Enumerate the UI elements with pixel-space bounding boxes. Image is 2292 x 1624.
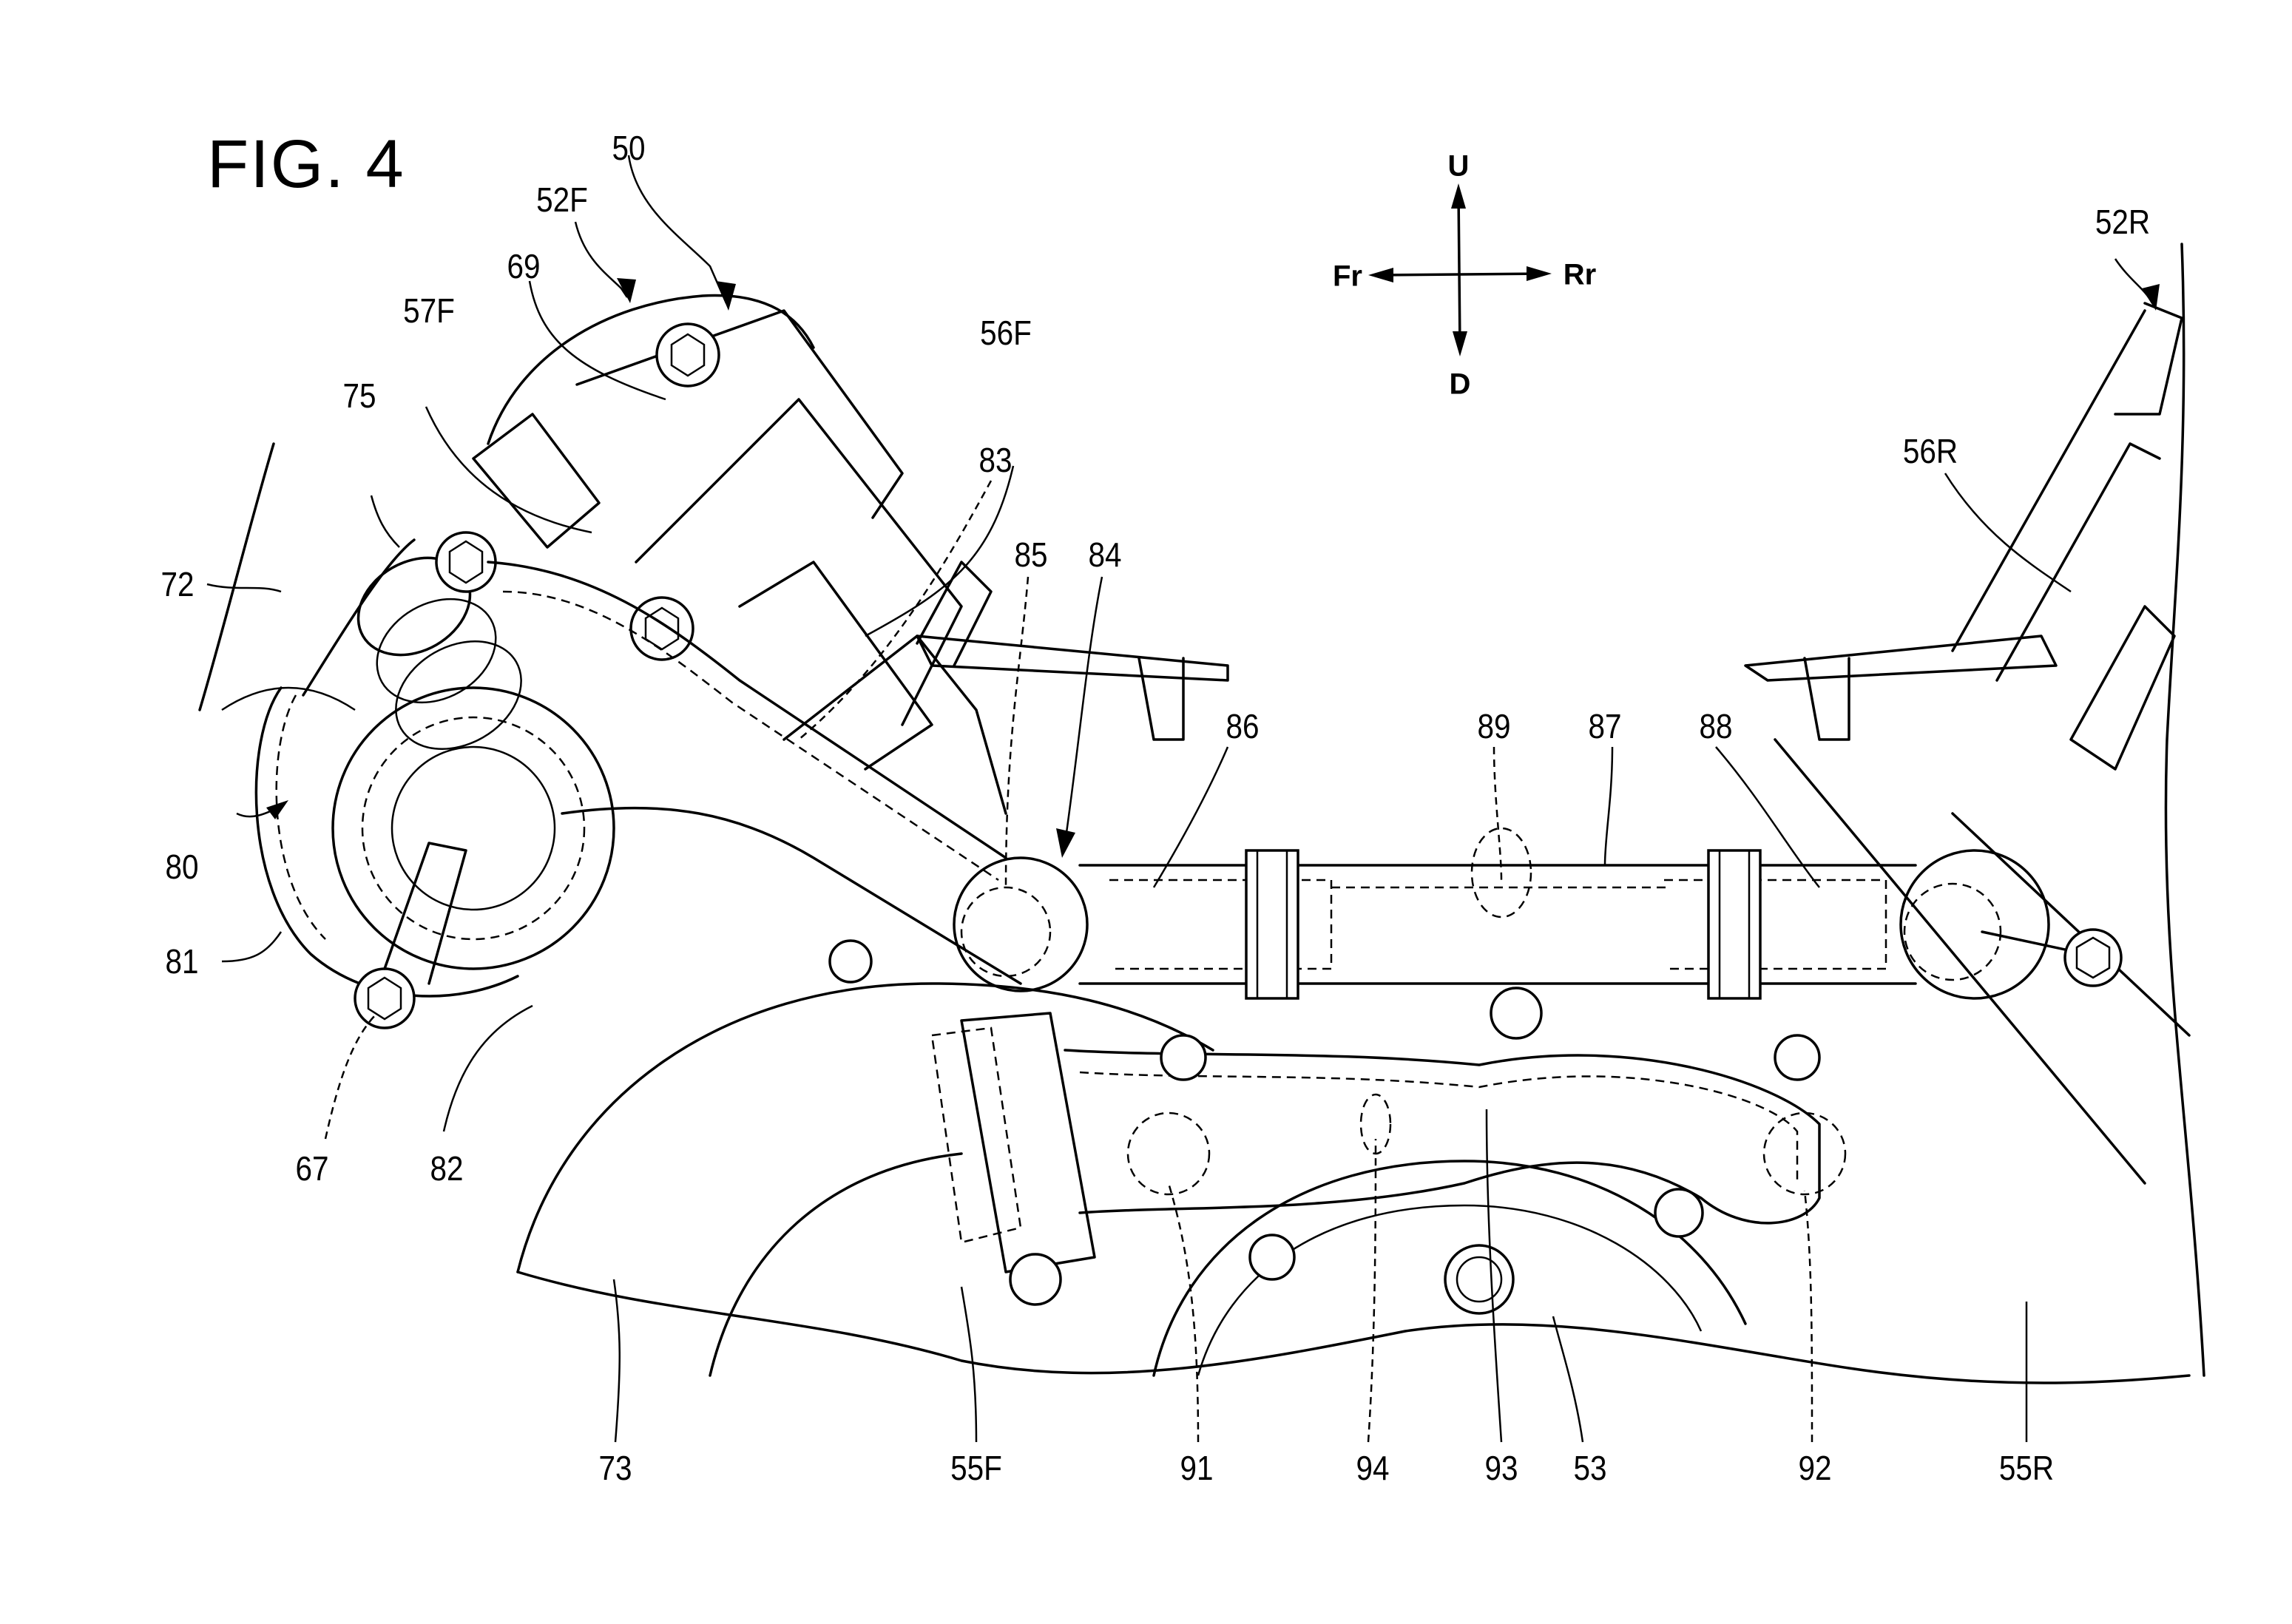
ref-label-86: 86 (1226, 707, 1260, 745)
pipe-73 (516, 982, 1214, 1377)
pipe-82 (487, 561, 1089, 992)
front-cylinder-head (472, 294, 1007, 815)
direction-front-label: Fr (1333, 260, 1362, 293)
ref-label-56R: 56R (1902, 432, 1958, 470)
ref-label-75: 75 (342, 376, 376, 415)
ref-label-80: 80 (165, 847, 199, 886)
ref-label-55F: 55F (950, 1449, 1002, 1487)
ref-label-87: 87 (1588, 707, 1622, 745)
ref-label-91: 91 (1180, 1449, 1214, 1487)
clamp-86 (1245, 849, 1299, 1000)
direction-down-label: D (1449, 368, 1471, 401)
ref-label-94: 94 (1356, 1449, 1390, 1487)
ref-label-83: 83 (978, 441, 1013, 479)
direction-rear-label: Rr (1563, 258, 1597, 291)
ref-label-52F: 52F (536, 180, 588, 219)
hose-72 (198, 442, 522, 750)
down-arrowhead (1453, 331, 1467, 356)
ref-label-88: 88 (1699, 707, 1733, 745)
direction-up-label: U (1447, 149, 1470, 183)
figure-title: FIG. 4 (207, 126, 405, 202)
rear-cylinder-head (1744, 243, 2205, 1377)
ref-label-89: 89 (1477, 707, 1511, 745)
ref-label-56F: 56F (980, 314, 1032, 352)
up-arrowhead (1451, 183, 1466, 209)
ref-label-81: 81 (165, 942, 199, 981)
ref-label-84: 84 (1088, 535, 1122, 574)
ref-label-92: 92 (1798, 1449, 1832, 1487)
ref-label-72: 72 (160, 565, 195, 603)
water-pump-80 (254, 686, 615, 1029)
rear-arrowhead (1527, 266, 1552, 281)
ref-label-69: 69 (507, 247, 541, 285)
ref-label-93: 93 (1484, 1449, 1518, 1487)
front-arrowhead (1368, 268, 1393, 282)
ref-label-85: 85 (1014, 535, 1048, 574)
leader-lines (206, 155, 2160, 1443)
ref-label-82: 82 (430, 1149, 464, 1188)
ref-label-73: 73 (598, 1449, 632, 1487)
direction-indicator (1368, 183, 1552, 356)
pipe-93 (828, 939, 1847, 1306)
ref-label-50: 50 (612, 129, 646, 167)
ref-label-57F: 57F (403, 291, 455, 330)
pipe-87 (1078, 827, 2123, 1000)
clamp-88 (1707, 849, 1762, 1000)
ref-label-53: 53 (1573, 1449, 1607, 1487)
vertical-axis (1457, 191, 1461, 349)
horizontal-axis (1374, 272, 1547, 277)
ref-label-67: 67 (295, 1149, 329, 1188)
mount-brackets (916, 635, 1850, 741)
ref-label-52R: 52R (2095, 203, 2151, 241)
crankcase-53 (516, 1160, 2191, 1384)
ref-label-55R: 55R (1998, 1449, 2055, 1487)
